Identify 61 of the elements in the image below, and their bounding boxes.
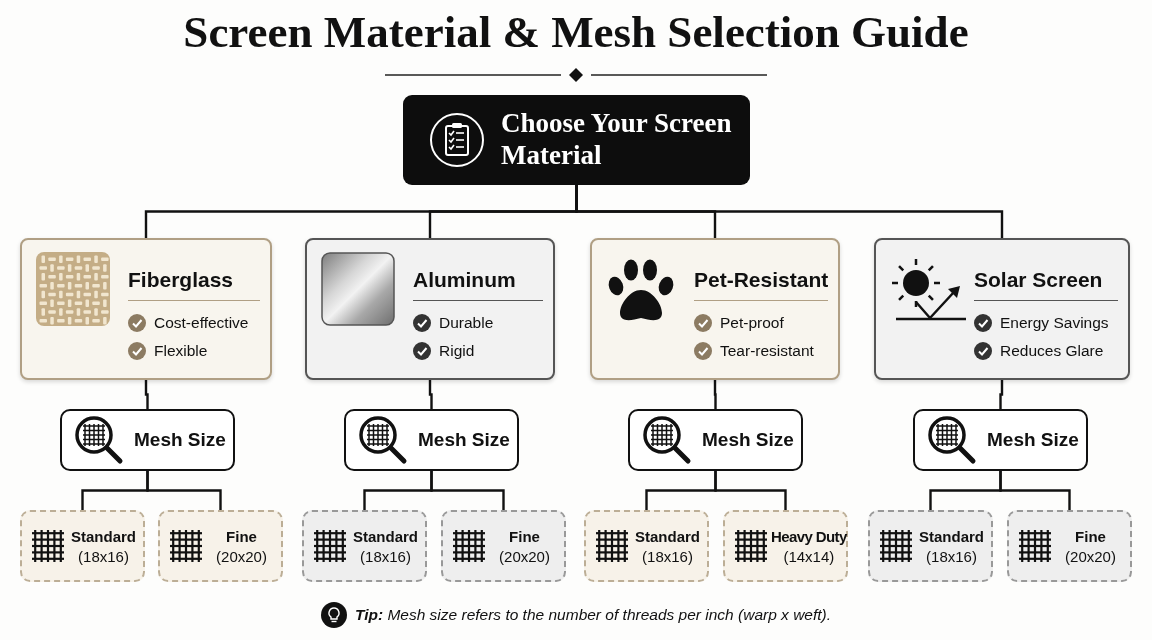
mesh-size-box [913,409,1088,471]
connector-line [144,380,149,409]
mesh-option-box [723,510,848,582]
feature-text: Rigid [439,342,475,360]
material-card [590,238,840,380]
node-label: Mesh Size [134,429,226,451]
card-heading: Solar Screen [974,268,1118,301]
option-value: (18x16) [925,547,978,565]
feature-text: Reduces Glare [1000,342,1104,360]
option-name: Fine [225,527,258,545]
feature-text: Cost-effective [154,314,249,332]
mesh-option-box [302,510,427,582]
material-card [20,238,272,380]
option-value: (20x20) [215,547,268,565]
option-name: Standard [918,527,985,545]
option-value: (18x16) [77,547,130,565]
mesh-size-box [344,409,519,471]
start-box [403,95,750,185]
mesh-size-box [628,409,803,471]
feature-text: Flexible [154,342,208,360]
node-label: Mesh Size [987,429,1079,451]
connector-line [999,380,1004,409]
tip-note: Tip: Mesh size refers to the number of threads per inch (warp x weft). [354,606,832,624]
material-card [305,238,555,380]
connector-line [713,380,717,409]
feature-text: Durable [439,314,494,332]
mesh-option-box [158,510,283,582]
card-heading: Pet-Resistant [694,268,829,301]
mesh-option-box [868,510,993,582]
connector-line [146,471,222,510]
option-name: Standard [634,527,701,545]
connector-line [575,185,1004,238]
material-card [874,238,1130,380]
option-value: (20x20) [498,547,551,565]
connector-line [714,471,787,510]
mesh-size-box [60,409,235,471]
option-name: Heavy Duty [771,527,847,545]
connector-line [999,471,1071,510]
mesh-option-box [20,510,145,582]
connector-line [428,380,433,409]
start-heading: Choose Your Screen Material [501,108,733,172]
option-value: (14x14) [782,547,836,565]
title: Screen Material & Mesh Selection Guide [182,6,970,58]
feature-text: Energy Savings [1000,314,1109,332]
option-value: (18x16) [641,547,694,565]
option-name: Standard [352,527,419,545]
mesh-option-box [584,510,709,582]
mesh-option-box [441,510,566,582]
option-name: Fine [1074,527,1107,545]
option-value: (20x20) [1064,547,1117,565]
option-name: Standard [70,527,137,545]
card-heading: Fiberglass [128,268,260,301]
option-name: Fine [508,527,541,545]
connector-line [430,471,505,510]
feature-text: Tear-resistant [720,342,814,360]
node-label: Mesh Size [702,429,794,451]
option-value: (18x16) [359,547,412,565]
card-heading: Aluminum [413,268,543,301]
feature-text: Pet-proof [720,314,784,332]
node-label: Mesh Size [418,429,510,451]
mesh-option-box [1007,510,1132,582]
